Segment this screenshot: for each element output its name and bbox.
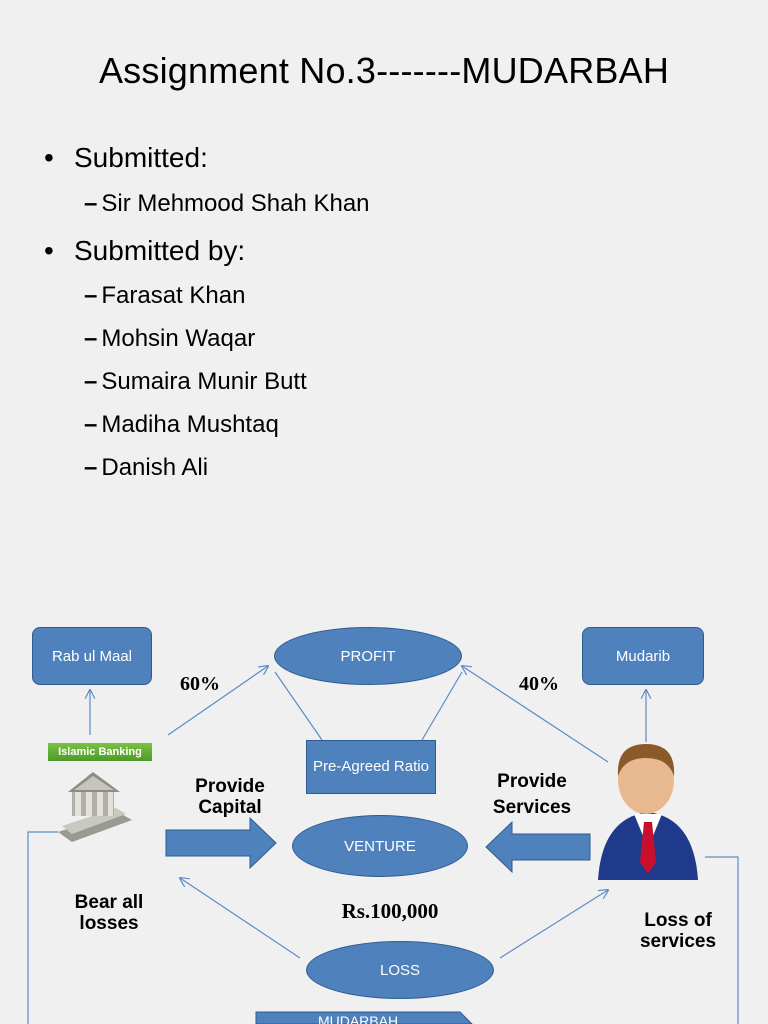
member-name: Sumaira Munir Butt [101, 368, 307, 395]
member-item: –Sumaira Munir Butt [84, 368, 307, 395]
bullet-dot: • [44, 235, 54, 266]
arrow-loss-to-person [499, 890, 608, 959]
businessman-icon [598, 744, 698, 880]
member-item: –Danish Ali [84, 454, 209, 481]
member-item: –Mohsin Waqar [84, 325, 256, 352]
sub-item: –Sir Mehmood Shah Khan [84, 190, 370, 217]
bullet-submitted-by: • Submitted by: [44, 235, 245, 267]
member-name: Farasat Khan [101, 282, 246, 309]
loss-oval: LOSS [306, 941, 494, 999]
venture-oval: VENTURE [292, 815, 468, 877]
profit-label: PROFIT [340, 647, 396, 665]
loss-label: LOSS [379, 961, 421, 979]
rab-ul-maal-box: Rab ul Maal [32, 627, 152, 685]
loss-of-services-label: Loss of services [639, 910, 717, 952]
arrow-60-to-profit [167, 666, 268, 736]
pct-right-label: 40% [519, 673, 559, 695]
provide-services-label: Provide Services [492, 771, 572, 818]
line-person-return [705, 856, 739, 1024]
rab-ul-maal-label: Rab ul Maal [51, 647, 133, 665]
pre-agreed-ratio-box: Pre-Agreed Ratio [306, 740, 436, 794]
arrow-40-to-profit [462, 666, 609, 763]
line-ratio-left [274, 671, 323, 741]
slide-title: Assignment No.3-------MUDARBAH [98, 50, 670, 91]
pre-agreed-ratio-label: Pre-Agreed Ratio [313, 757, 429, 775]
member-name: Mohsin Waqar [101, 325, 256, 352]
provide-services-arrow [485, 820, 591, 874]
member-name: Madiha Mushtaq [101, 411, 279, 438]
provide-capital-label: Provide Capital [195, 776, 265, 818]
bear-all-losses-label: Bear all losses [74, 892, 144, 934]
bottom-block-arrow [255, 1011, 473, 1024]
provide-capital-arrow [165, 816, 277, 870]
bottom-block-label: MUDARBAH [317, 1014, 399, 1024]
submitted-by-label: Submitted by: [74, 235, 246, 266]
pct-left-label: 60% [180, 673, 220, 695]
islamic-banking-banner: Islamic Banking [48, 743, 152, 761]
bullet-dot: • [44, 142, 54, 173]
amount-label: Rs.100,000 [341, 899, 439, 923]
profit-oval: PROFIT [274, 627, 462, 685]
mudarib-box: Mudarib [582, 627, 704, 685]
bank-icon [58, 772, 132, 842]
line-ratio-right [421, 671, 463, 741]
bullet-submitted: • Submitted: [44, 142, 208, 174]
member-name: Danish Ali [101, 454, 209, 481]
mudarib-label: Mudarib [615, 647, 671, 665]
member-item: –Farasat Khan [84, 282, 246, 309]
member-item: –Madiha Mushtaq [84, 411, 279, 438]
line-bank-return [27, 831, 58, 1024]
arrow-loss-to-bank [180, 878, 301, 959]
submitted-to-name: Sir Mehmood Shah Khan [101, 190, 370, 217]
submitted-label: Submitted: [74, 142, 208, 173]
venture-label: VENTURE [344, 837, 416, 855]
